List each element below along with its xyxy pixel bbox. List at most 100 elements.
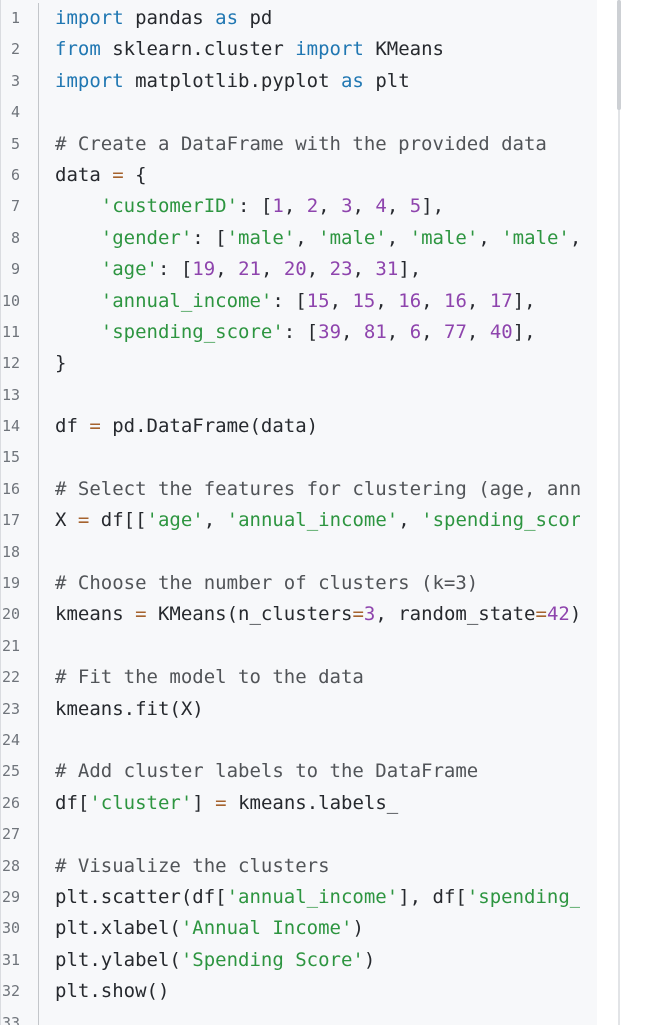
- code-token: 31: [375, 258, 399, 281]
- code-line-text: 'age': [19, 21, 20, 23, 31],: [39, 254, 580, 285]
- line-number: 9: [1, 254, 39, 286]
- code-token: kmeans: [55, 603, 136, 626]
- code-token: as: [215, 7, 239, 29]
- code-token: 'age': [100, 258, 158, 281]
- code-token: 17: [489, 289, 513, 312]
- code-line-text: # Add cluster labels to the DataFrame: [39, 756, 580, 787]
- code-line: 4: [1, 97, 597, 129]
- code-line: 16 # Select the features for clustering (…: [1, 473, 597, 506]
- code-line-text: data = {: [39, 160, 580, 191]
- code-token: [55, 321, 101, 343]
- code-line: 27: [1, 819, 597, 851]
- code-line-text: # Select the features for clustering (ag…: [39, 474, 580, 505]
- code-token: ],: [398, 258, 422, 281]
- code-line-text: kmeans = KMeans(n_clusters=3, random_sta…: [39, 599, 580, 630]
- line-number: 33: [1, 1007, 39, 1025]
- code-token: 4: [375, 195, 387, 218]
- code-token: =: [215, 791, 227, 814]
- code-line: 7 'customerID': [1, 2, 3, 4, 5],: [1, 191, 597, 223]
- line-number: 27: [1, 819, 39, 851]
- code-line-text: }: [39, 348, 580, 379]
- code-line-text: plt.xlabel('Annual Income'): [39, 913, 580, 944]
- code-token: }: [55, 352, 67, 375]
- code-token: 2: [306, 195, 319, 218]
- line-number: 13: [1, 379, 39, 412]
- line-number: 1: [1, 3, 39, 35]
- code-token: ,: [329, 289, 353, 312]
- code-token: [55, 227, 101, 249]
- code-line: 28# Visualize the clusters: [1, 850, 597, 882]
- code-line-text: plt.scatter(df['annual_income'], df['spe…: [39, 882, 580, 913]
- code-line: 22# Fit the model to the data: [1, 662, 597, 694]
- code-line-text: import matplotlib.pyplot as plt: [39, 66, 580, 97]
- code-token: df: [55, 415, 90, 438]
- code-token: , random_state: [375, 603, 536, 626]
- code-token: 21: [238, 258, 261, 281]
- code-line-text: plt.ylabel('Spending Score'): [39, 945, 580, 976]
- line-number: 17: [1, 505, 39, 537]
- code-token: =: [535, 603, 547, 626]
- code-line: 25# Add cluster labels to the DataFrame: [1, 756, 597, 788]
- code-token: ],: [421, 195, 445, 218]
- code-token: matplotlib.pyplot: [123, 69, 341, 92]
- line-number: 12: [1, 348, 39, 380]
- code-token: : [: [157, 258, 193, 281]
- code-line-text: X = df[['age', 'annual_income', 'spendin…: [39, 505, 580, 536]
- code-token: 'spending_score': [466, 885, 580, 908]
- line-number: 3: [1, 65, 39, 98]
- code-token: ,: [421, 289, 445, 312]
- code-line-text: [39, 1008, 580, 1025]
- code-token: ,: [375, 289, 399, 312]
- code-line: 24: [1, 724, 597, 757]
- line-number: 8: [1, 222, 39, 255]
- code-line-text: [39, 442, 580, 473]
- code-token: {: [123, 163, 147, 186]
- code-token: ,: [421, 320, 445, 343]
- code-token: pandas: [123, 7, 216, 29]
- code-line: 10 'annual_income': [15, 15, 16, 16, 17]…: [1, 285, 597, 317]
- code-token: # Choose the number of clusters (k=3): [55, 572, 479, 595]
- code-token: plt.ylabel(: [55, 948, 181, 971]
- code-token: ], df[: [398, 885, 467, 908]
- code-token: # Select the features for clustering (ag…: [55, 477, 580, 500]
- code-line: 9 'age': [19, 21, 20, 23, 31],: [1, 254, 597, 286]
- line-number: 31: [1, 944, 39, 977]
- code-token: 'customerID': [100, 195, 239, 218]
- code-token: ,: [386, 195, 410, 218]
- vertical-divider: [618, 0, 620, 1025]
- code-token: 'annual_income': [100, 289, 273, 312]
- code-line: 11 'spending_score': [39, 81, 6, 77, 40]…: [1, 316, 597, 349]
- code-line-text: 'annual_income': [15, 15, 16, 16, 17],: [39, 286, 580, 317]
- code-token: # Fit the model to the data: [55, 666, 364, 689]
- code-token: plt.xlabel(: [55, 917, 181, 940]
- code-token: 'spending_score': [100, 320, 284, 343]
- line-number: 16: [1, 473, 39, 506]
- code-token: ,: [295, 226, 319, 249]
- line-number: 32: [1, 976, 39, 1008]
- code-token: ,: [466, 289, 490, 312]
- scrollbar-thumb[interactable]: [617, 0, 621, 110]
- code-token: [55, 290, 101, 312]
- code-line-text: df = pd.DataFrame(data): [39, 411, 580, 442]
- code-token: : [: [283, 320, 319, 343]
- code-line-text: [39, 819, 580, 850]
- line-number: 30: [1, 913, 39, 945]
- code-token: 23: [329, 258, 353, 281]
- line-number: 15: [1, 442, 39, 474]
- code-token: 'spending_score': [421, 509, 580, 532]
- line-number: 14: [1, 411, 39, 443]
- code-line-text: 'spending_score': [39, 81, 6, 77, 40],: [39, 317, 580, 348]
- code-line: 21: [1, 630, 597, 663]
- code-line-text: kmeans.fit(X): [39, 694, 580, 725]
- code-token: import: [55, 7, 124, 29]
- line-number: 6: [1, 159, 39, 192]
- code-token: 'male': [409, 226, 479, 249]
- code-line: 15: [1, 442, 597, 474]
